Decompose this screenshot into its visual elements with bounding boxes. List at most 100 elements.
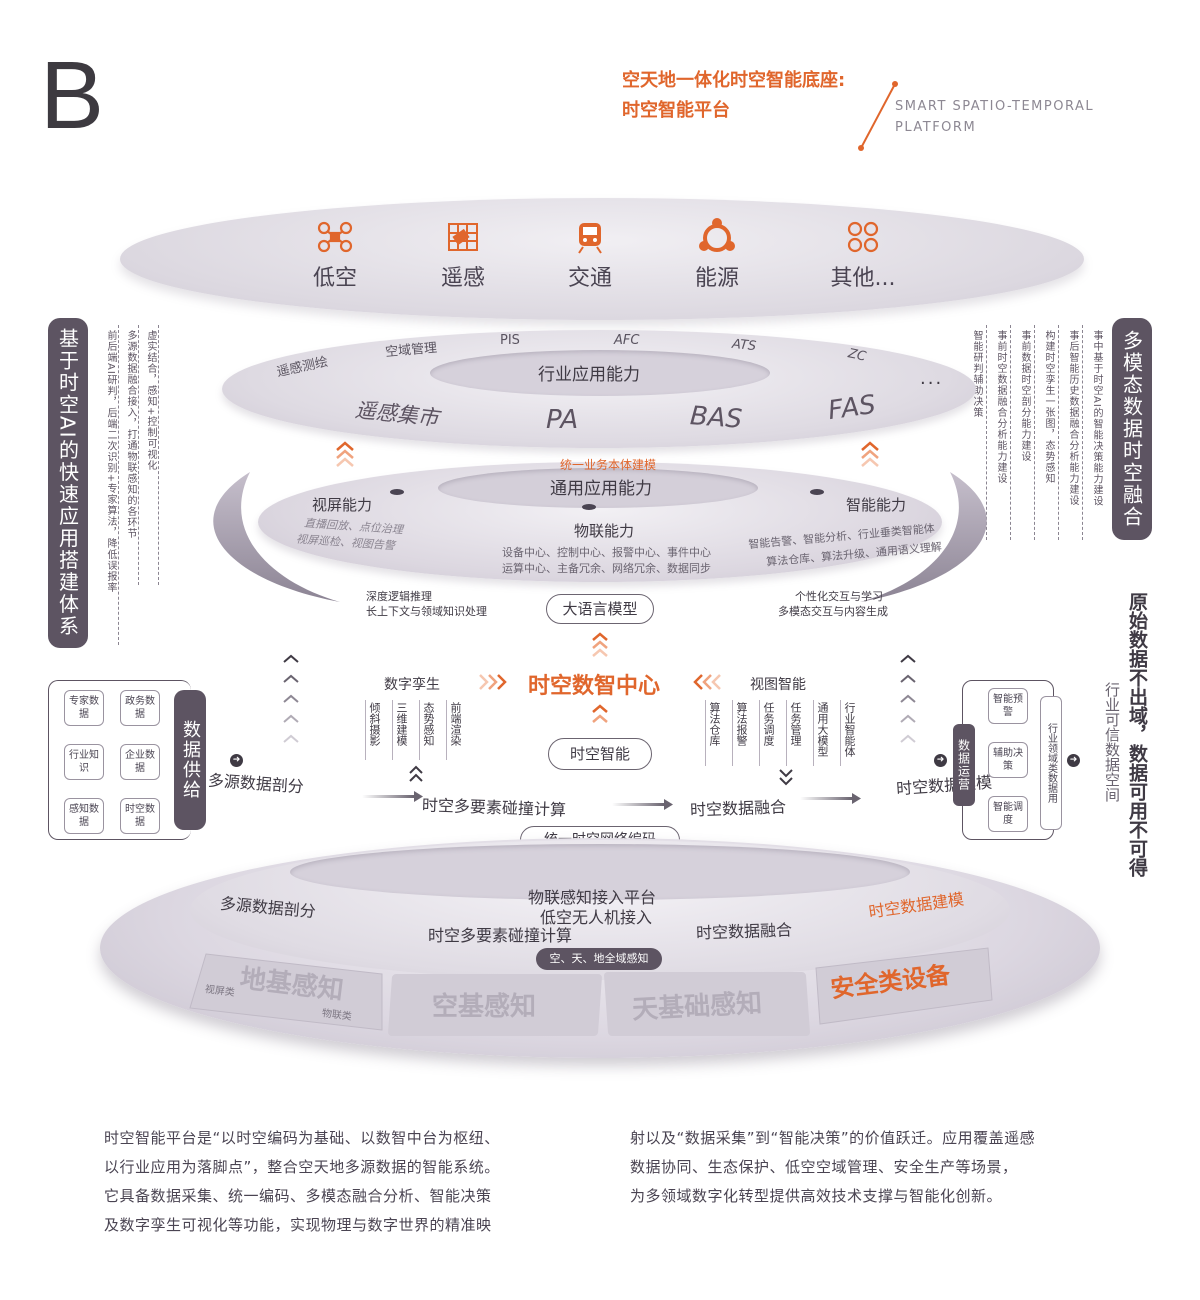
- llm-pill[interactable]: 大语言模型: [546, 594, 654, 624]
- category-other[interactable]: 其他...: [808, 218, 918, 292]
- intelligence-capability-title[interactable]: 智能能力: [846, 496, 907, 514]
- left-panel-note-3: 前后端AI研判，后端二次识别+专家算法，降低误报率: [105, 330, 116, 594]
- divider: [1082, 325, 1083, 540]
- arrow-right-icon: [362, 791, 423, 802]
- data-ops-title: 数据运营: [953, 724, 975, 806]
- left-panel-note-1: 虚实结合，感知+控制可视化: [145, 330, 156, 472]
- iot-capability-desc: 设备中心、控制中心、报警中心、事件中心: [502, 546, 711, 559]
- sense-pill[interactable]: 空、天、地全域感知: [536, 948, 662, 970]
- divider: [1034, 325, 1035, 540]
- view-intelligence-title: 视图智能: [750, 677, 806, 693]
- category-remote-sensing[interactable]: 遥感: [408, 218, 518, 292]
- data-supply-title: 数据供给: [174, 690, 206, 830]
- right-panel-note-5: 事前时空数据融合分析能力建设: [995, 330, 1006, 484]
- platform-title-en: SMART SPATIO-TEMPORAL PLATFORM: [895, 96, 1094, 138]
- hub-title: 时空数智中心: [528, 674, 661, 699]
- right-panel-note-2: 事后智能历史数据融合分析能力建设: [1067, 330, 1078, 506]
- chevron-up-stack-icon: [283, 654, 299, 743]
- arrow-right-icon: ➜: [230, 754, 243, 767]
- industry-big[interactable]: PA: [546, 405, 579, 435]
- category-low-altitude[interactable]: 低空: [280, 218, 390, 292]
- description-left: 时空智能平台是“以时空编码为基础、以数智中台为枢纽、 以行业应用为落脚点”，整合…: [104, 1124, 574, 1240]
- category-label: 其他...: [830, 266, 896, 291]
- view-item[interactable]: 任务调度: [762, 702, 775, 746]
- train-icon: [535, 218, 645, 256]
- divider: [986, 325, 987, 540]
- arrow-right-icon: [800, 793, 861, 804]
- left-panel-note-2: 多源数据融合接入，打通物联感知的各环节: [125, 330, 136, 539]
- view-item[interactable]: 行业智能体: [843, 702, 856, 757]
- ops-box[interactable]: 智能调度: [988, 796, 1028, 832]
- supply-box[interactable]: 感知数据: [64, 798, 104, 834]
- iot-capability-desc: 运算中心、主备冗余、网络冗余、数据同步: [502, 562, 711, 575]
- right-panel-note-4: 事前数据时空剖分能力建设: [1019, 330, 1030, 462]
- ground-sense-block[interactable]: [186, 948, 386, 1032]
- twin-item[interactable]: 倾斜摄影: [368, 702, 381, 746]
- industry-center-label: 行业应用能力: [538, 365, 640, 385]
- industry-item[interactable]: ATS: [731, 336, 757, 355]
- view-item[interactable]: 通用大模型: [816, 702, 829, 757]
- category-label: 低空: [312, 266, 357, 291]
- chevron-up-icon: [409, 765, 423, 782]
- flow-fusion: 时空数据融合: [689, 797, 787, 820]
- industry-big[interactable]: BAS: [689, 401, 744, 435]
- divider: [786, 700, 787, 766]
- satellite-icon: [408, 218, 518, 256]
- title-line-1: 空天地一体化时空智能底座:: [622, 70, 846, 91]
- category-energy[interactable]: 能源: [662, 218, 772, 292]
- platform-title: 空天地一体化时空智能底座: 时空智能平台: [622, 66, 845, 126]
- uav-access: 低空无人机接入: [540, 908, 653, 927]
- chevron-up-icon: [336, 441, 354, 467]
- flow-multi-split: 多源数据剖分: [207, 770, 305, 797]
- supply-box[interactable]: 行业知识: [64, 744, 104, 780]
- industry-item[interactable]: AFC: [614, 333, 640, 348]
- supply-box[interactable]: 政务数据: [120, 690, 160, 726]
- video-capability-title[interactable]: 视屏能力: [312, 496, 373, 514]
- base-fusion: 时空数据融合: [695, 920, 793, 943]
- industry-item[interactable]: ...: [920, 368, 944, 389]
- marker-dot: [582, 504, 596, 510]
- view-item[interactable]: 算法仓库: [708, 702, 721, 746]
- spatiotemporal-ai-pill[interactable]: 时空智能: [548, 738, 652, 770]
- data-supply-frame: [48, 680, 191, 840]
- iot-capability-title[interactable]: 物联能力: [574, 522, 635, 540]
- ops-box[interactable]: 辅助决策: [988, 742, 1028, 778]
- category-label: 能源: [694, 266, 739, 291]
- industry-item[interactable]: PIS: [500, 333, 520, 348]
- description-line: 数据协同、生态保护、低空空域管理、安全生产等场景，: [630, 1158, 1018, 1176]
- chevron-up-icon: [861, 441, 879, 467]
- safety-device-block[interactable]: [812, 944, 996, 1026]
- divider: [705, 700, 706, 766]
- flow-calc: 时空多要素碰撞计算: [421, 795, 567, 820]
- category-disc: [120, 198, 1084, 320]
- right-panel-title: 多模态数据时空融合: [1112, 318, 1152, 540]
- category-label: 遥感: [440, 266, 485, 291]
- view-item[interactable]: 算法报警: [735, 702, 748, 746]
- divider: [365, 700, 366, 760]
- marker-dot: [390, 489, 404, 495]
- category-traffic[interactable]: 交通: [535, 218, 645, 292]
- marker-dot: [810, 489, 824, 495]
- view-item[interactable]: 任务管理: [789, 702, 802, 746]
- arrow-right-icon: [612, 799, 673, 810]
- ops-box[interactable]: 智能预警: [988, 688, 1028, 724]
- base-disc-inner: [290, 844, 910, 900]
- twin-item[interactable]: 态势感知: [422, 702, 435, 746]
- section-letter: B: [40, 42, 105, 149]
- divider: [392, 700, 393, 760]
- ops-tall-box[interactable]: 行业领域类数据用: [1040, 696, 1062, 830]
- left-panel-title: 基于时空AI的快速应用搭建体系: [48, 318, 88, 648]
- supply-box[interactable]: 企业数据: [120, 744, 160, 780]
- supply-box[interactable]: 专家数据: [64, 690, 104, 726]
- right-panel-note-1: 事中基于时空AI的智能决策能力建设: [1091, 330, 1102, 507]
- twin-item[interactable]: 三维建模: [395, 702, 408, 746]
- llm-note: 长上下文与领域知识处理: [366, 605, 487, 618]
- twin-item[interactable]: 前端渲染: [449, 702, 462, 746]
- divider: [813, 700, 814, 766]
- divider: [158, 325, 159, 585]
- divider: [759, 700, 760, 766]
- general-center-label: 通用应用能力: [550, 479, 652, 499]
- arrow-right-icon: ➜: [1067, 754, 1080, 767]
- divider: [1010, 325, 1011, 540]
- supply-box[interactable]: 时空数据: [120, 798, 160, 834]
